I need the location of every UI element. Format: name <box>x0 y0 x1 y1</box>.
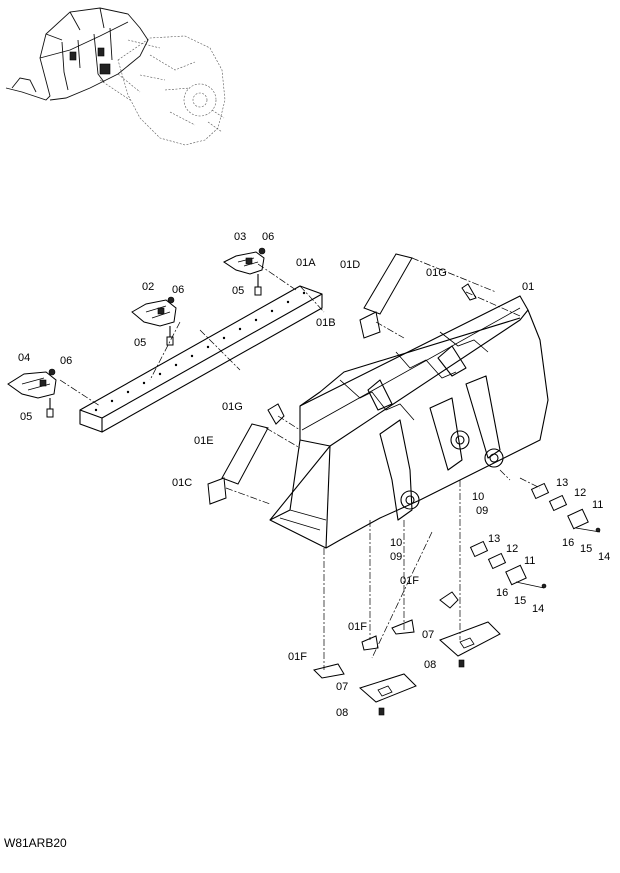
callout-10: 10 <box>472 491 484 503</box>
stopper-01F-right <box>439 591 459 609</box>
callout-05: 05 <box>20 411 32 423</box>
callout-06: 06 <box>262 231 274 243</box>
callout-08: 08 <box>424 659 436 671</box>
wedge-01G-top <box>461 283 477 301</box>
callout-04: 04 <box>18 352 30 364</box>
callout-08: 08 <box>336 707 348 719</box>
callout-06: 06 <box>60 355 72 367</box>
callout-09: 09 <box>476 505 488 517</box>
callout-15: 15 <box>514 595 526 607</box>
wear-plate-01E <box>221 423 269 485</box>
callout-15: 15 <box>580 543 592 555</box>
callout-01A: 01A <box>296 257 316 269</box>
callout-03: 03 <box>234 231 246 243</box>
callout-01F: 01F <box>288 651 307 663</box>
callout-14: 14 <box>598 551 610 563</box>
callout-16: 16 <box>496 587 508 599</box>
diagram-code: W81ARB20 <box>4 836 67 850</box>
callout-06: 06 <box>172 284 184 296</box>
callout-11: 11 <box>592 499 603 511</box>
shim-stack-right <box>530 482 601 533</box>
callout-12: 12 <box>574 487 586 499</box>
bucket-body <box>269 295 549 549</box>
callout-01: 01 <box>522 281 534 293</box>
callout-01F: 01F <box>348 621 367 633</box>
callout-11: 11 <box>524 555 535 567</box>
wedge-01G-left <box>267 403 285 425</box>
tooth-assembly-04 <box>7 368 57 418</box>
assembly-leader-lines <box>59 257 541 670</box>
stopper-01F-left <box>313 663 345 679</box>
callout-16: 16 <box>562 537 574 549</box>
mounting-plate-07-right <box>439 621 501 668</box>
callout-09: 09 <box>390 551 402 563</box>
callout-01C: 01C <box>172 477 192 489</box>
stopper-01F-mid <box>361 619 415 651</box>
callout-labels: 03 06 01A 05 01D 01G 01 02 06 01B 05 04 … <box>18 231 610 719</box>
callout-14: 14 <box>532 603 544 615</box>
machine-overview-thumbnail <box>5 7 226 146</box>
callout-13: 13 <box>556 477 568 489</box>
tooth-assembly-02 <box>131 296 177 346</box>
callout-01G: 01G <box>426 267 447 279</box>
wear-plate-01B <box>359 311 381 339</box>
callout-05: 05 <box>134 337 146 349</box>
callout-01E: 01E <box>194 435 214 447</box>
callout-01B: 01B <box>316 317 336 329</box>
callout-10: 10 <box>390 537 402 549</box>
callout-01F: 01F <box>400 575 419 587</box>
callout-02: 02 <box>142 281 154 293</box>
wear-plate-01D <box>363 253 413 315</box>
cutting-edge <box>79 285 323 433</box>
callout-13: 13 <box>488 533 500 545</box>
callout-07: 07 <box>422 629 434 641</box>
shim-stack-middle <box>469 540 547 589</box>
callout-12: 12 <box>506 543 518 555</box>
callout-07: 07 <box>336 681 348 693</box>
cutting-edge-bolt-holes <box>94 291 306 412</box>
callout-01D: 01D <box>340 259 360 271</box>
callout-01G: 01G <box>222 401 243 413</box>
tooth-assembly-03 <box>223 247 266 296</box>
callout-05: 05 <box>232 285 244 297</box>
wear-plate-01C <box>207 477 227 505</box>
mounting-plate-07-left <box>359 673 417 716</box>
